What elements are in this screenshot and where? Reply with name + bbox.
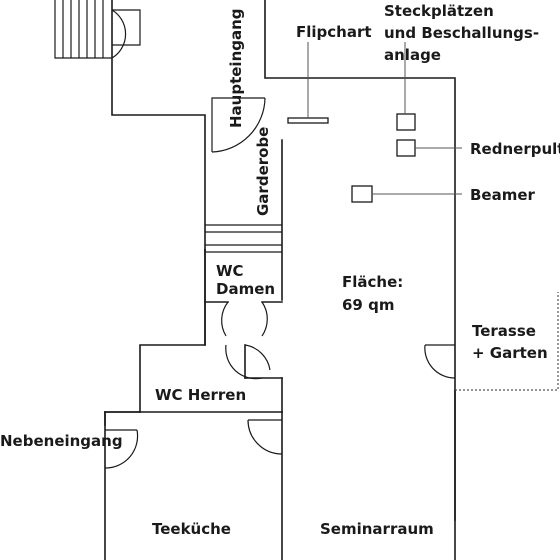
- socket-box: [396, 113, 416, 131]
- label-flaeche: Fläche:: [342, 273, 403, 291]
- walls: [104, 0, 456, 560]
- label-wc-herren: WC Herren: [155, 386, 246, 404]
- label-wc-damen-1: WC: [216, 262, 244, 280]
- doors: [104, 97, 559, 469]
- label-haupteingang: Haupteingang: [227, 8, 245, 128]
- label-beschallung: und Beschallungs-: [384, 24, 539, 42]
- label-terasse: Terasse: [472, 322, 536, 340]
- flipchart-board: [287, 117, 329, 124]
- beamer-box: [351, 185, 373, 203]
- label-anlage: anlage: [384, 46, 441, 64]
- label-garten: + Garten: [472, 344, 548, 362]
- label-beamer: Beamer: [470, 186, 536, 204]
- label-wc-damen-2: Damen: [216, 280, 275, 298]
- label-seminarraum: Seminarraum: [320, 520, 434, 538]
- equipment: [287, 113, 416, 203]
- label-flaeche-qm: 69 qm: [342, 296, 394, 314]
- label-steckplaetzen: Steckplätzen: [384, 2, 494, 20]
- labels: Haupteingang Garderobe Flipchart Steckpl…: [0, 2, 560, 538]
- label-nebeneingang: Nebeneingang: [0, 432, 123, 450]
- label-rednerpult: Rednerpult: [470, 140, 560, 158]
- door-main-entrance: [211, 97, 266, 153]
- label-flipchart: Flipchart: [296, 23, 372, 41]
- label-teekueche: Teeküche: [152, 520, 231, 538]
- leader-lines: [307, 42, 462, 195]
- stairs: [54, 0, 141, 59]
- label-garderobe: Garderobe: [254, 127, 272, 216]
- lectern-box: [396, 139, 416, 157]
